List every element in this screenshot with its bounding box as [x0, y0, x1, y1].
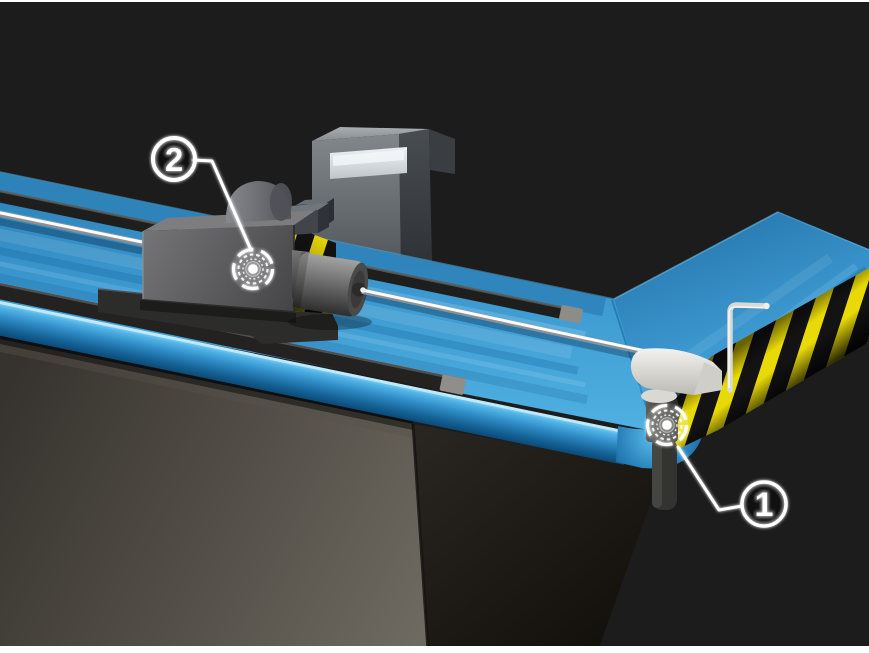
wire-rod-left [0, 210, 143, 255]
feed-cylinder [292, 250, 369, 317]
cabinet-side-tab [429, 129, 455, 174]
pedestal-top-bevel [0, 339, 413, 438]
guide-bracket-end-face [694, 362, 722, 395]
carriage-base-plate [98, 289, 338, 344]
machine-pedestal [0, 334, 662, 652]
pedestal-right-face [413, 424, 662, 651]
hazard-stripe-band [658, 268, 869, 452]
guide-sensor-shading [652, 438, 662, 508]
hump-end-cap [270, 183, 292, 221]
wire-exit-point [360, 287, 366, 293]
page-frame-bottom [0, 646, 869, 653]
callout-2-label: 2 [165, 141, 183, 178]
back-rail-end-cap [559, 305, 583, 324]
cylinder-collar [292, 252, 309, 309]
arm-far-edge-highlight [613, 211, 779, 300]
arm-end-edge-highlight [777, 211, 869, 251]
callout-2-circle[interactable] [151, 136, 197, 182]
guide-lever-rod [727, 302, 769, 393]
front-rail-end-cap [439, 374, 466, 395]
cylinder-shadow [288, 314, 372, 330]
under-table-shadow [0, 334, 413, 430]
wire-rod-right [360, 287, 651, 362]
guide-collar [641, 389, 677, 403]
carriage-shadow [140, 300, 296, 323]
front-edge-highlight [0, 299, 631, 435]
callout-2-leader [191, 158, 253, 252]
page-frame-top [0, 0, 869, 2]
front-edge-band [0, 299, 631, 465]
guide-lever-tip [763, 302, 770, 310]
callout-1-label: 1 [755, 486, 774, 524]
guide-lever-highlight [728, 306, 764, 388]
hazard-band-shading [658, 268, 869, 452]
hotspot-target-icon-1[interactable] [643, 401, 691, 449]
pedestal-corner-edge [411, 423, 430, 652]
pedestal-front-face [0, 339, 428, 651]
cabinet-display-glare [333, 150, 404, 166]
callout-1[interactable]: 1 [676, 445, 788, 528]
cabinet-top-face [312, 127, 429, 141]
callout-1-leader [676, 445, 744, 512]
hotspot-target-icon-2[interactable] [229, 245, 277, 293]
callout-1-circle[interactable] [740, 480, 788, 528]
callout-2[interactable]: 2 [151, 136, 253, 252]
cabinet-right-face [399, 129, 432, 262]
control-cabinet [312, 127, 455, 268]
cylinder-body [293, 253, 364, 317]
